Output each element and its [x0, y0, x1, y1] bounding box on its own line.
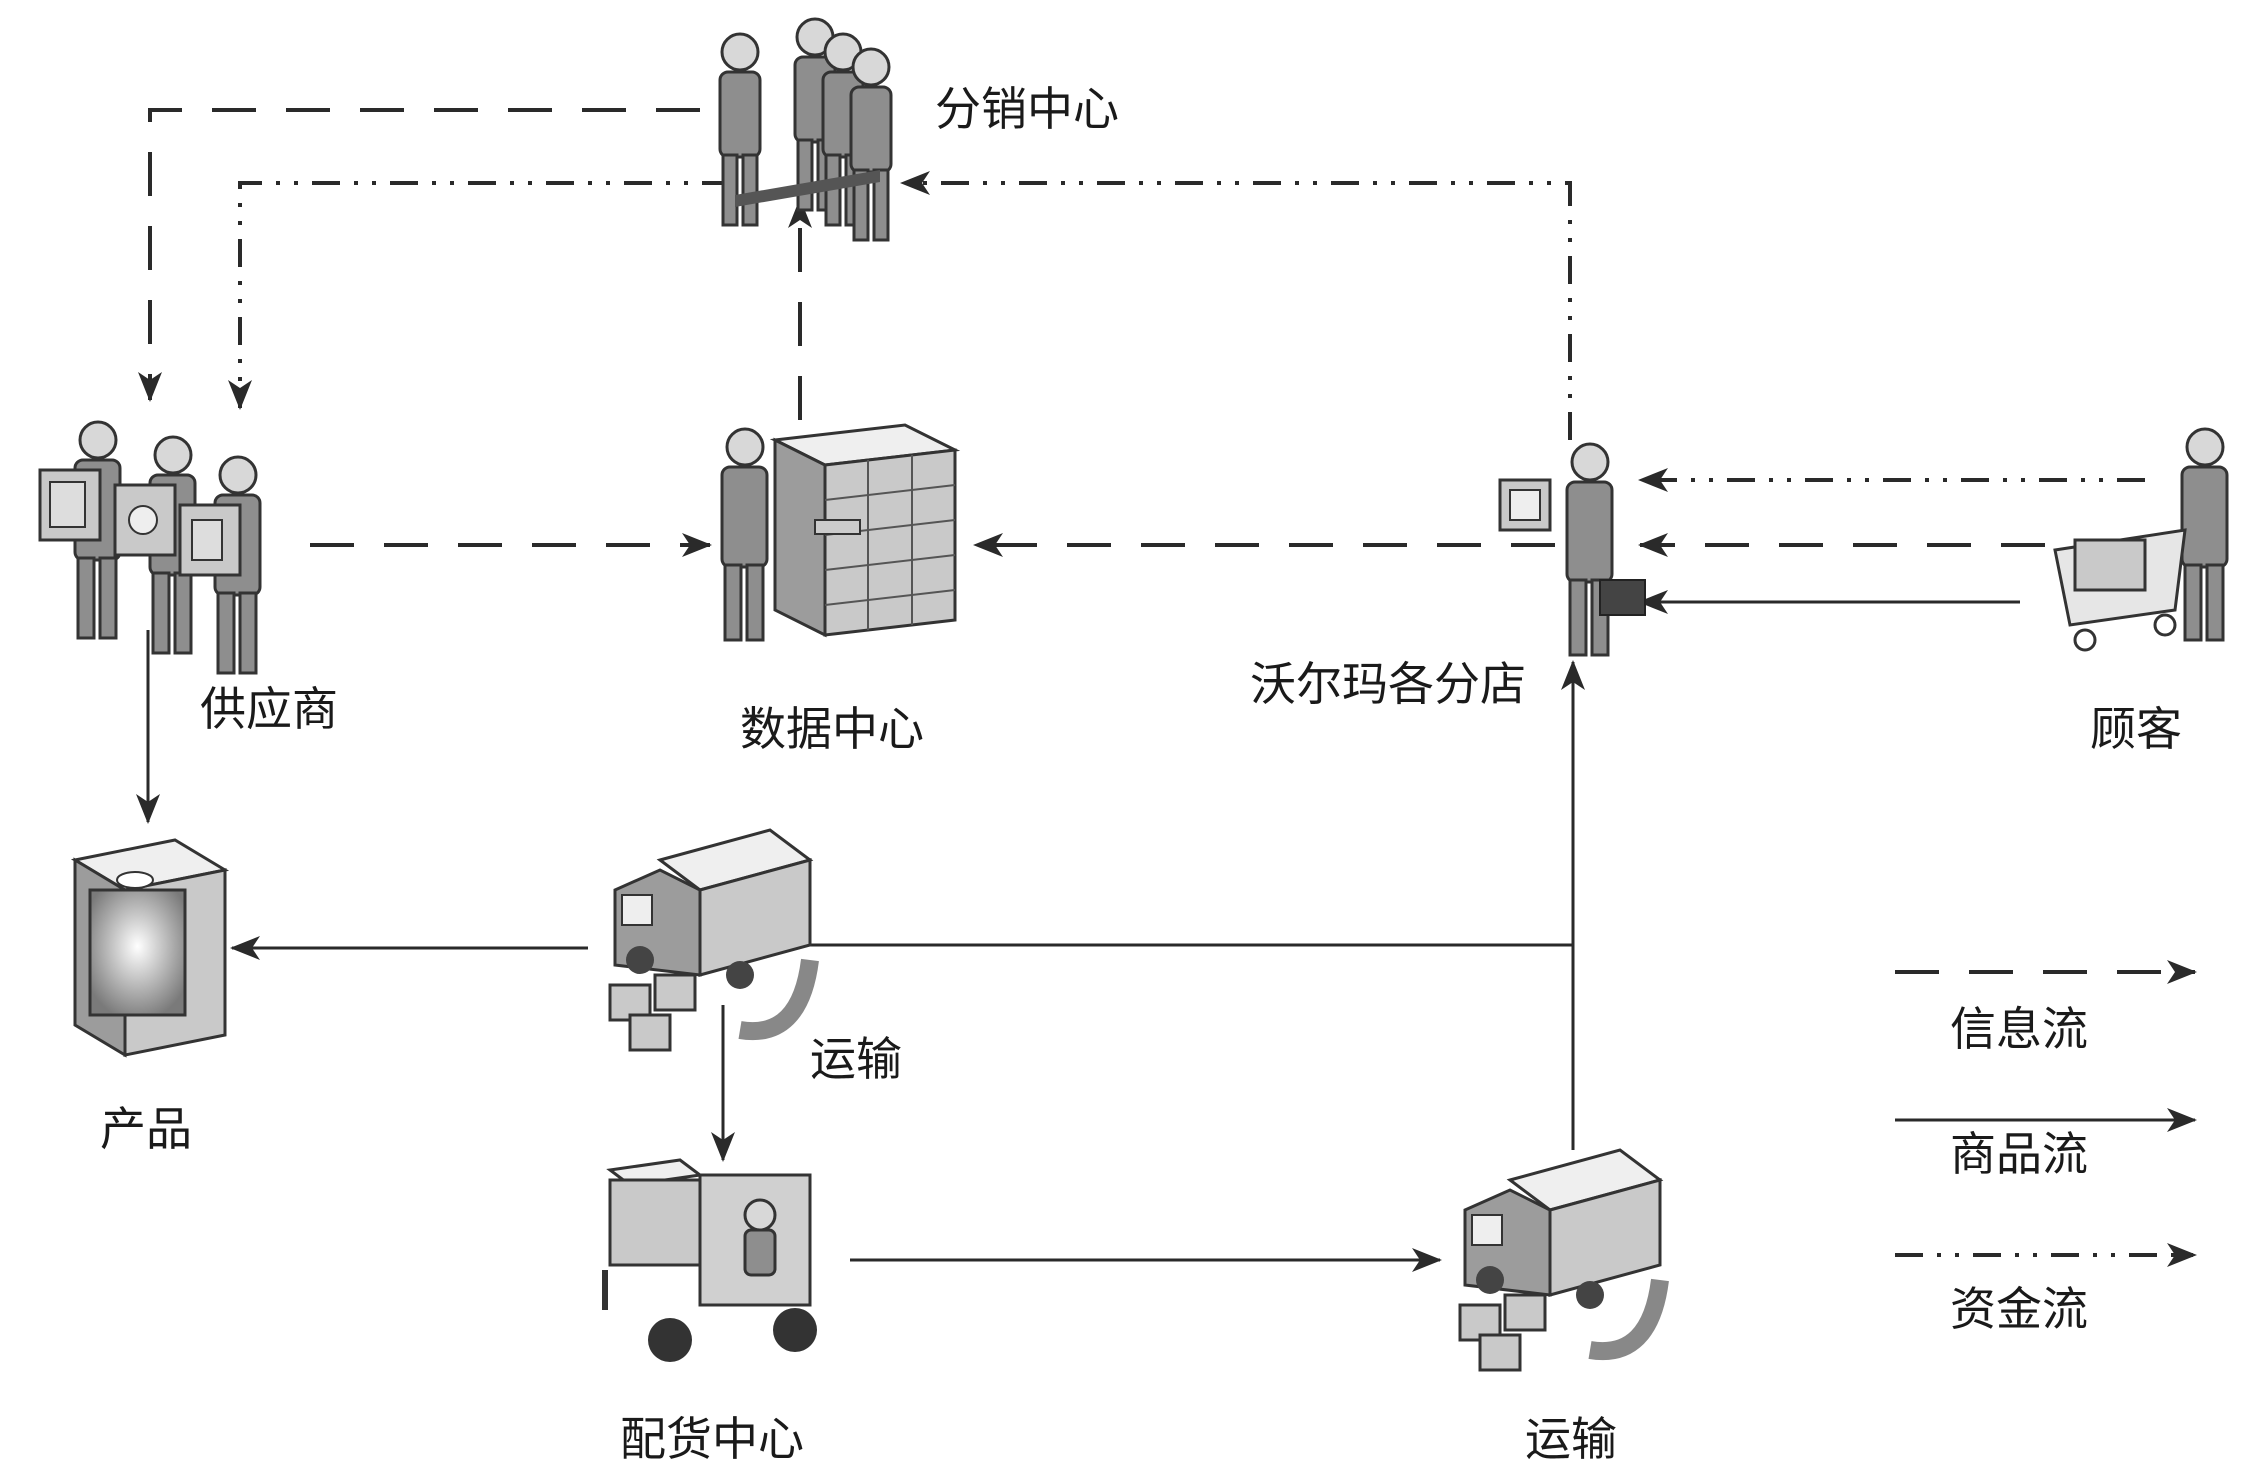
- goods-flow-transport-to-stores: [790, 943, 1575, 1150]
- customer-cart-icon: [2053, 427, 2229, 652]
- supplier-people-icon: [38, 420, 262, 675]
- data-center-server-icon: [720, 423, 961, 642]
- walmart-store-clerk-icon: [1498, 442, 1646, 657]
- money-flow-stores-to-distribution: [900, 171, 1572, 440]
- product-label: 产品: [100, 1102, 192, 1156]
- legend: 信息流 商品流 资金流: [1895, 960, 2197, 1336]
- walmart-stores-label: 沃尔玛各分店: [1250, 657, 1526, 711]
- transport-truck-bottom-icon: [1458, 1148, 1669, 1372]
- distribution-center-label: 分销中心: [935, 82, 1119, 136]
- transport-bottom-label: 运输: [1525, 1412, 1617, 1466]
- data-center-label: 数据中心: [740, 702, 924, 756]
- transport-top-label: 运输: [810, 1032, 902, 1086]
- info-flow-distribution-to-supplier: [138, 108, 700, 402]
- money-flow-distribution-to-supplier: [228, 181, 730, 410]
- legend-info-flow-label: 信息流: [1950, 1002, 2088, 1056]
- customer-label: 顾客: [2090, 702, 2182, 756]
- legend-goods-flow-label: 商品流: [1950, 1127, 2088, 1181]
- supplier-label: 供应商: [200, 682, 338, 736]
- allocation-center-label: 配货中心: [620, 1412, 804, 1466]
- legend-money-flow-label: 资金流: [1950, 1282, 2088, 1336]
- product-box-icon: [70, 838, 230, 1058]
- allocation-center-forklift-icon: [602, 1158, 817, 1362]
- distribution-center-people-icon: [718, 17, 893, 242]
- transport-truck-top-icon: [608, 828, 819, 1052]
